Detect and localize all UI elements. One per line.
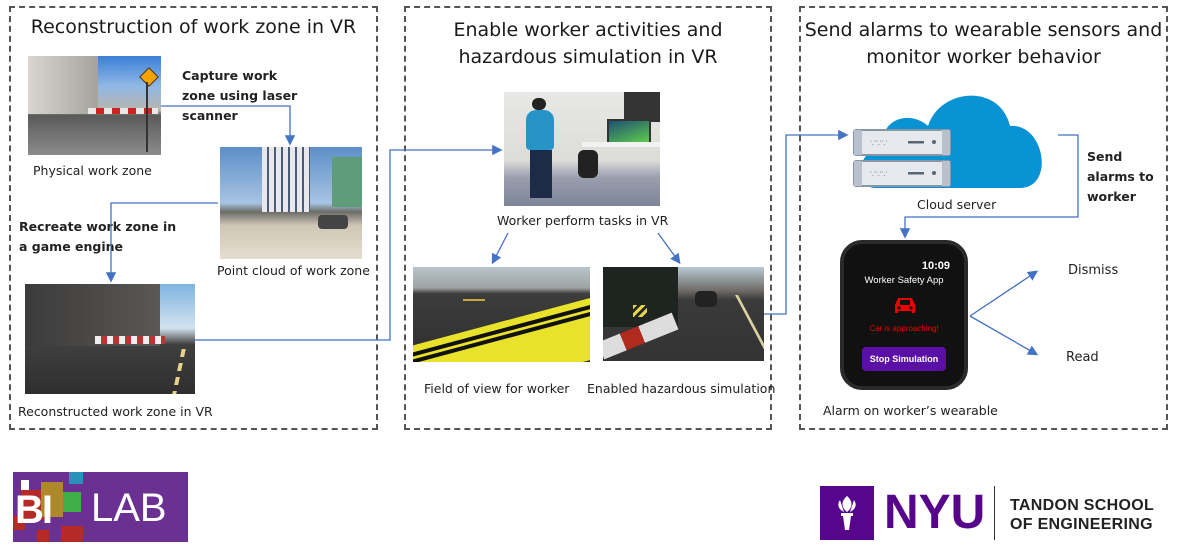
option-read[interactable]: Read <box>1066 350 1099 365</box>
tandon-line1: TANDON SCHOOL <box>1010 497 1155 514</box>
bilab-logo: BI LAB <box>13 472 188 542</box>
point-cloud-caption: Point cloud of work zone <box>217 263 370 278</box>
reconstructed-vr-photo <box>25 284 195 394</box>
worker-vr-caption: Worker perform tasks in VR <box>497 213 669 228</box>
smartwatch: 10:09 Worker Safety App Car is approachi… <box>840 240 968 390</box>
panel-title-line1: Enable worker activities and <box>453 19 723 41</box>
watch-time: 10:09 <box>921 260 950 272</box>
car-icon <box>895 298 915 313</box>
stop-simulation-button[interactable]: Stop Simulation <box>862 347 946 371</box>
step-recreate: Recreate work zone in a game engine <box>19 219 177 254</box>
watch-caption: Alarm on worker’s wearable <box>823 403 998 418</box>
physical-work-zone-caption: Physical work zone <box>33 163 152 178</box>
step-send-alarms: Send alarms to worker <box>1087 149 1154 204</box>
hazard-simulation-caption: Enabled hazardous simulation <box>587 381 776 396</box>
hazard-simulation-photo <box>603 267 764 361</box>
step-capture: Capture work zone using laser scanner <box>182 68 298 123</box>
torch-icon <box>838 496 856 530</box>
server-unit-bottom: ∵∵∵ <box>853 160 951 187</box>
nyu-logo <box>820 486 874 540</box>
bilab-logo-bi: BI <box>15 488 53 532</box>
bilab-logo-lab: LAB <box>91 486 167 530</box>
panel-title-line1: Send alarms to wearable sensors and <box>804 19 1163 41</box>
physical-work-zone-photo <box>28 56 161 155</box>
traffic-sign-icon <box>139 67 159 87</box>
panel-title-line2: monitor worker behavior <box>866 46 1101 68</box>
watch-app-name: Worker Safety App <box>864 275 944 286</box>
field-of-view-photo <box>413 267 590 362</box>
logo-divider <box>994 486 995 540</box>
reconstructed-vr-caption: Reconstructed work zone in VR <box>18 404 213 419</box>
option-dismiss[interactable]: Dismiss <box>1068 263 1119 278</box>
watch-alert-text: Car is approaching! <box>869 324 939 333</box>
panel-title: Reconstruction of work zone in VR <box>30 16 357 38</box>
svg-text:∵∵∵: ∵∵∵ <box>870 170 887 180</box>
worker-vr-photo <box>504 92 660 206</box>
tandon-line2: OF ENGINEERING <box>1010 516 1153 533</box>
panel-title-line2: hazardous simulation in VR <box>458 46 718 68</box>
field-of-view-caption: Field of view for worker <box>424 381 570 396</box>
cloud-server-caption: Cloud server <box>917 197 997 212</box>
svg-text:∵∵∵: ∵∵∵ <box>870 139 887 149</box>
nyu-wordmark: NYU <box>884 486 986 539</box>
cloud-server-icon: ∵∵∵ ∵∵∵ <box>853 95 1042 188</box>
point-cloud-photo <box>220 147 362 259</box>
server-unit-top: ∵∵∵ <box>853 129 951 156</box>
